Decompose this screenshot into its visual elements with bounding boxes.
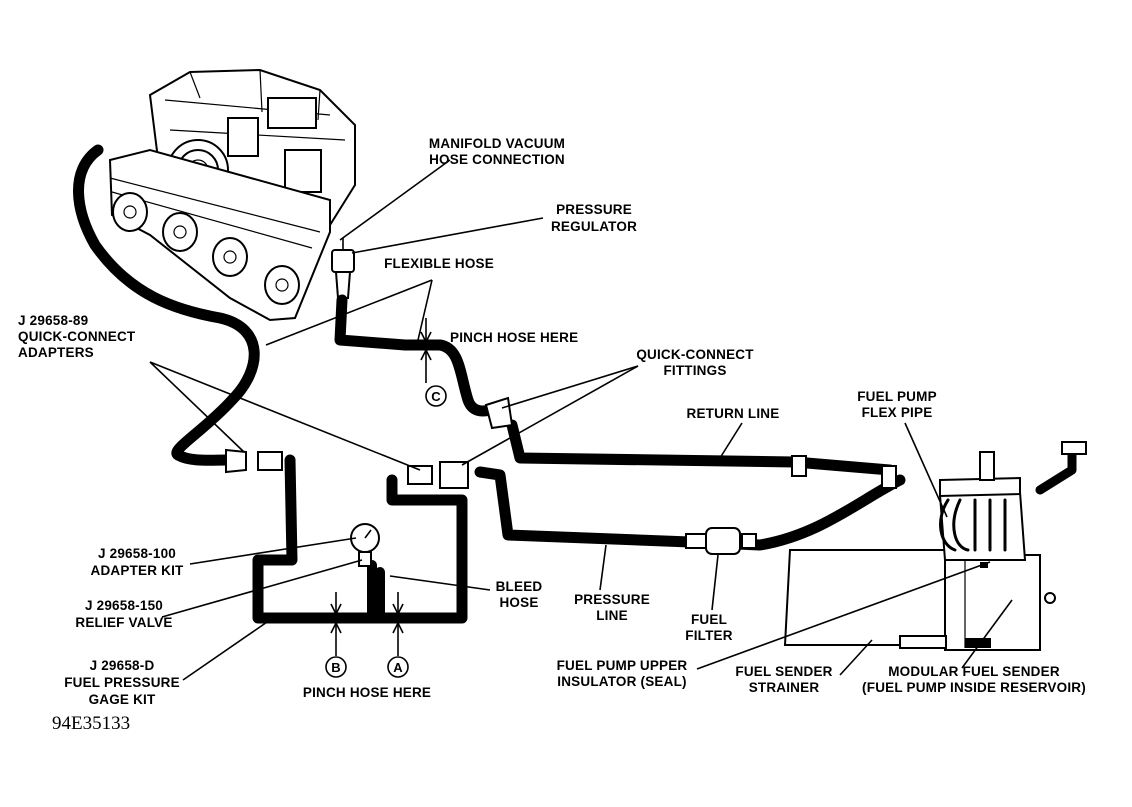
label-pinch-hose-bottom: PINCH HOSE HERE: [303, 685, 431, 700]
label-manifold-vacuum-line1: MANIFOLD VACUUM: [429, 136, 565, 151]
label-adapter-kit: J 29658-100 ADAPTER KIT: [91, 546, 185, 578]
marker-a: A: [387, 656, 409, 678]
figure-code: 94E35133: [52, 713, 130, 734]
label-quick-connect-adapters: J 29658-89 QUICK-CONNECT ADAPTERS: [18, 313, 136, 360]
label-pressure-line-line1: PRESSURE: [574, 592, 650, 607]
label-manifold-vacuum-line2: HOSE CONNECTION: [429, 152, 565, 167]
label-adapter-kit-line2: ADAPTER KIT: [91, 563, 185, 578]
label-pressure-line: PRESSURE LINE: [574, 592, 650, 623]
label-bleed-hose-line1: BLEED: [496, 579, 543, 594]
label-quick-connect-fittings: QUICK-CONNECT FITTINGS: [636, 347, 754, 378]
label-relief-valve: J 29658-150 RELIEF VALVE: [75, 598, 172, 630]
intake-manifold-illustration: [108, 68, 356, 322]
label-quick-connect-fittings-line1: QUICK-CONNECT: [636, 347, 754, 362]
marker-b: B: [325, 656, 347, 678]
label-fuel-pump-flex-pipe-line1: FUEL PUMP: [857, 389, 937, 404]
pinch-arrows: [330, 318, 432, 656]
label-upper-insulator: FUEL PUMP UPPER INSULATOR (SEAL): [557, 658, 688, 689]
pressure-gage-part: [350, 523, 380, 567]
label-quick-connect-adapters-line3: ADAPTERS: [18, 345, 94, 360]
label-fuel-filter-line2: FILTER: [685, 628, 732, 643]
label-gage-kit-line2: FUEL PRESSURE: [64, 675, 180, 690]
label-quick-connect-fittings-line2: FITTINGS: [663, 363, 726, 378]
label-pressure-regulator: PRESSURE REGULATOR: [551, 202, 637, 234]
label-gage-kit: J 29658-D FUEL PRESSURE GAGE KIT: [64, 658, 180, 707]
quick-connect-fittings-parts: [225, 396, 897, 555]
label-adapter-kit-line1: J 29658-100: [98, 546, 176, 561]
label-relief-valve-line2: RELIEF VALVE: [75, 615, 172, 630]
marker-c-text: C: [431, 389, 441, 404]
label-upper-insulator-line1: FUEL PUMP UPPER: [557, 658, 688, 673]
marker-c: C: [425, 385, 447, 407]
label-sender-strainer: FUEL SENDER STRAINER: [735, 664, 832, 695]
label-gage-kit-line1: J 29658-D: [90, 658, 155, 673]
label-modular-sender: MODULAR FUEL SENDER (FUEL PUMP INSIDE RE…: [862, 664, 1086, 695]
marker-a-text: A: [393, 660, 403, 675]
label-fuel-pump-flex-pipe: FUEL PUMP FLEX PIPE: [857, 389, 937, 420]
label-pinch-hose-top: PINCH HOSE HERE: [450, 330, 578, 345]
label-pressure-regulator-line2: REGULATOR: [551, 219, 637, 234]
label-relief-valve-line1: J 29658-150: [85, 598, 163, 613]
label-fuel-filter-line1: FUEL: [691, 612, 727, 627]
label-gage-kit-line3: GAGE KIT: [89, 692, 156, 707]
label-pressure-line-line2: LINE: [596, 608, 628, 623]
label-pressure-regulator-line1: PRESSURE: [556, 202, 632, 217]
label-bleed-hose: BLEED HOSE: [496, 579, 543, 610]
label-fuel-filter: FUEL FILTER: [685, 612, 732, 643]
leader-lines: [149, 159, 1013, 681]
pressure-regulator-part: [331, 238, 355, 299]
label-quick-connect-adapters-line2: QUICK-CONNECT: [18, 329, 136, 344]
label-modular-sender-line1: MODULAR FUEL SENDER: [888, 664, 1060, 679]
label-sender-strainer-line2: STRAINER: [749, 680, 820, 695]
marker-b-text: B: [331, 660, 340, 675]
label-quick-connect-adapters-line1: J 29658-89: [18, 313, 88, 328]
label-modular-sender-line2: (FUEL PUMP INSIDE RESERVOIR): [862, 680, 1086, 695]
fuel-hoses: [73, 144, 496, 624]
label-upper-insulator-line2: INSULATOR (SEAL): [557, 674, 686, 689]
fuel-tank-illustration: [783, 441, 1087, 651]
label-sender-strainer-line1: FUEL SENDER: [735, 664, 832, 679]
label-flexible-hose: FLEXIBLE HOSE: [384, 256, 494, 271]
label-manifold-vacuum: MANIFOLD VACUUM HOSE CONNECTION: [429, 136, 565, 167]
label-bleed-hose-line2: HOSE: [499, 595, 538, 610]
label-return-line: RETURN LINE: [687, 406, 780, 421]
fuel-lines: [474, 419, 906, 551]
label-fuel-pump-flex-pipe-line2: FLEX PIPE: [862, 405, 933, 420]
